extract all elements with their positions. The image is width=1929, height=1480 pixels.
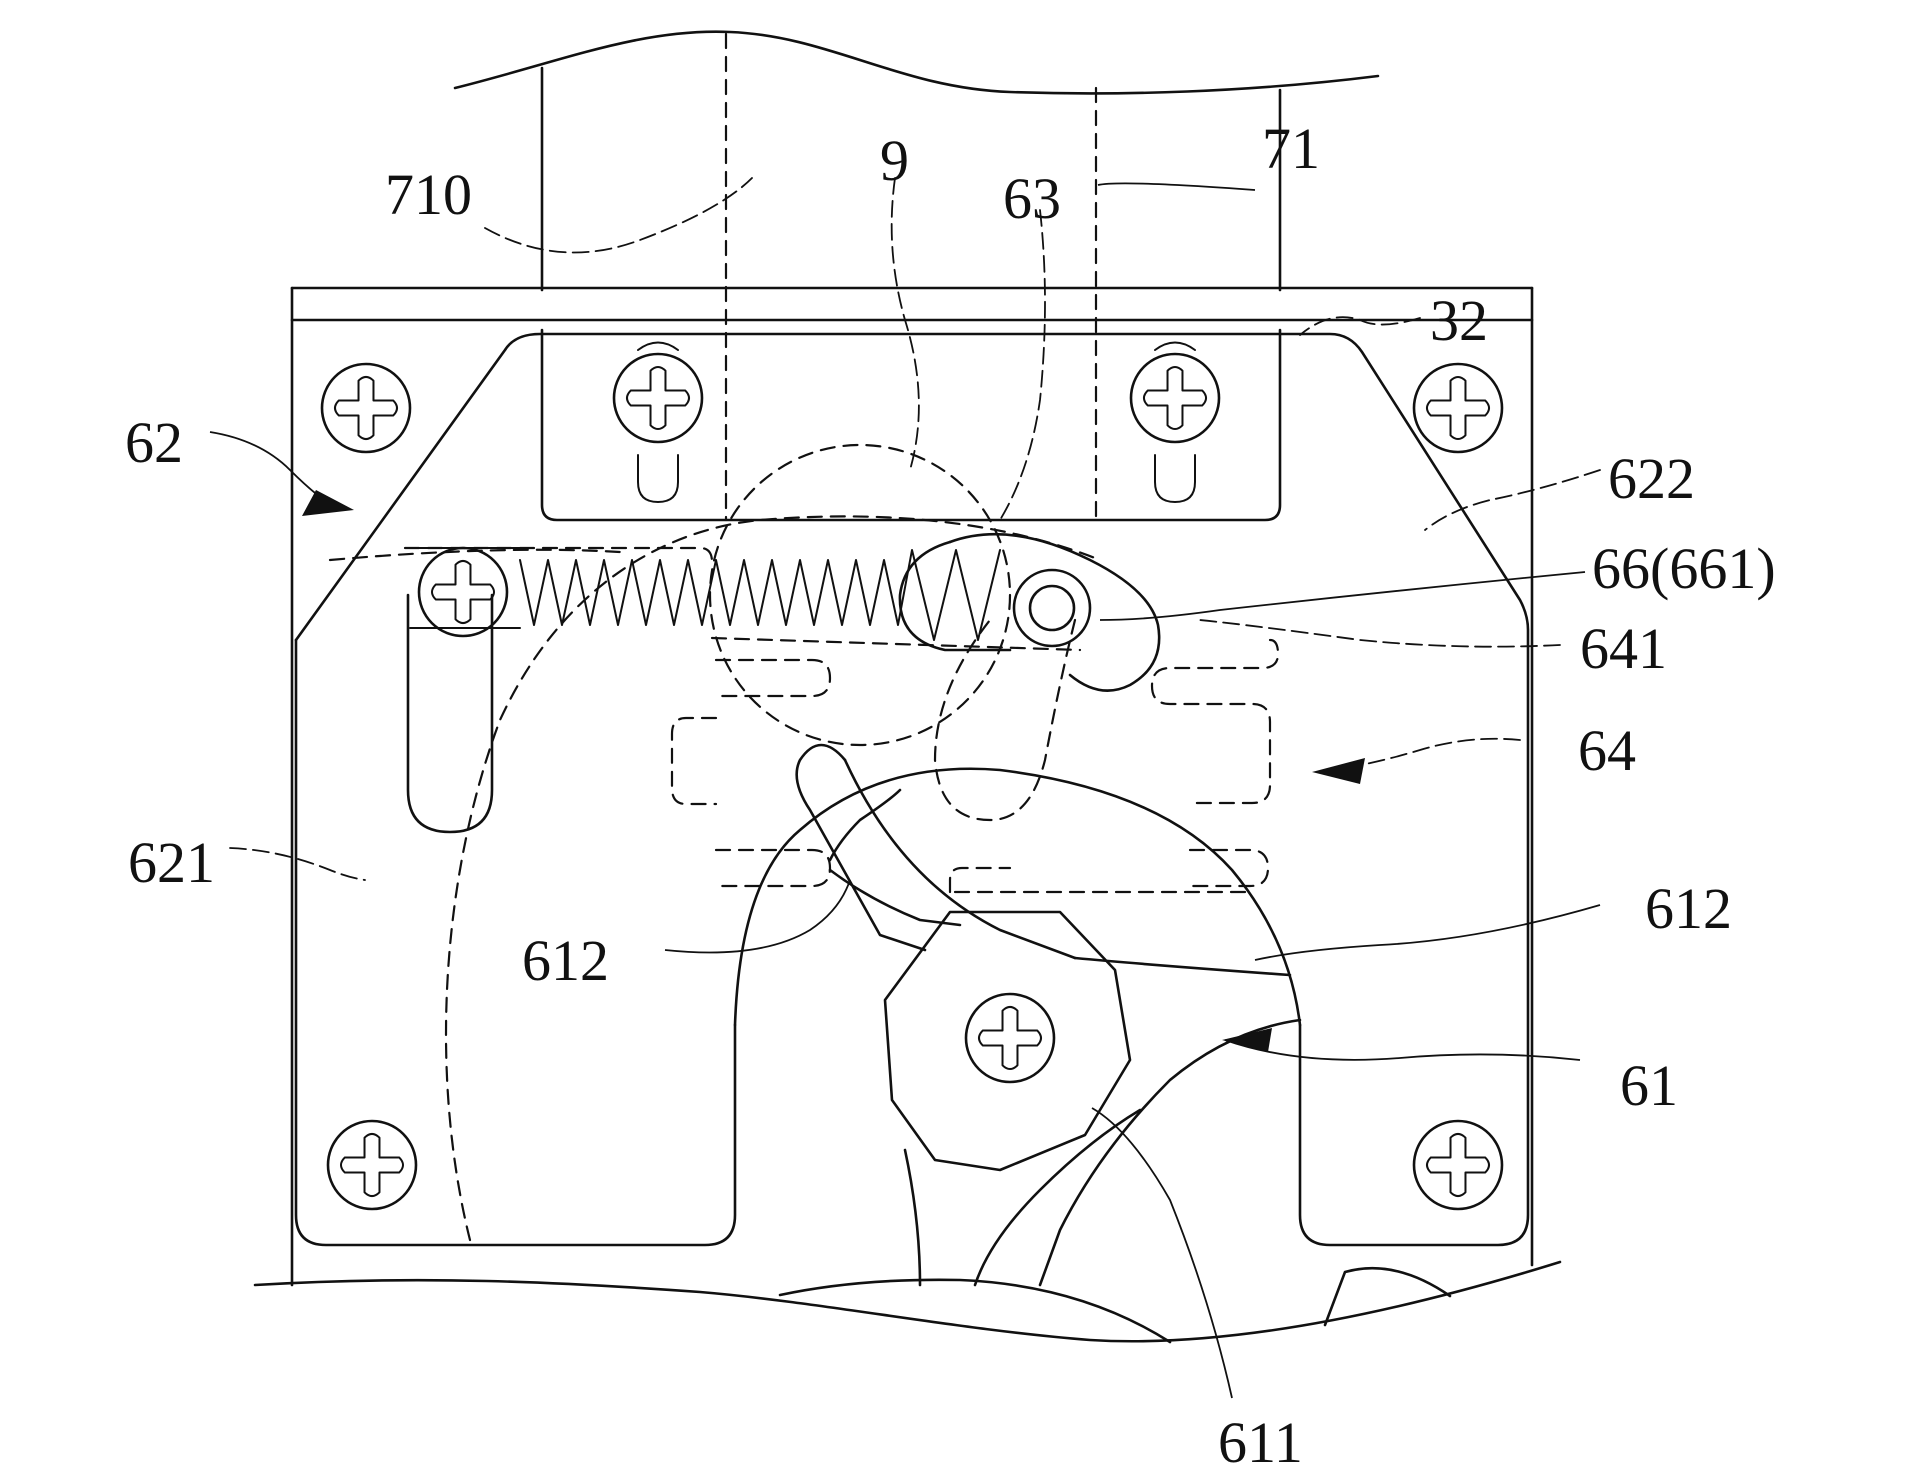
screw-strip-left <box>614 354 702 442</box>
screw-hub <box>966 994 1054 1082</box>
label-612-left: 612 <box>522 928 609 993</box>
label-622: 622 <box>1608 446 1695 511</box>
housing-32 <box>255 288 1560 1341</box>
dashed-arc-left <box>446 516 1100 1240</box>
label-62: 62 <box>125 410 183 475</box>
label-61: 61 <box>1620 1053 1678 1118</box>
label-66-661: 66(661) <box>1592 536 1776 601</box>
screw-strip-right <box>1131 354 1219 442</box>
pin-66 <box>900 534 1159 690</box>
screw-bottom-left <box>328 1121 416 1209</box>
label-71: 71 <box>1262 116 1320 181</box>
label-621: 621 <box>128 830 215 895</box>
screw-top-left <box>322 364 410 452</box>
label-9: 9 <box>880 128 909 193</box>
label-63: 63 <box>1003 166 1061 231</box>
cam-64-dashed <box>672 620 1278 892</box>
label-611: 611 <box>1218 1410 1303 1475</box>
label-612-right: 612 <box>1645 876 1732 941</box>
left-slot <box>408 595 492 832</box>
leader-lines <box>210 178 1600 1398</box>
screw-top-right <box>1414 364 1502 452</box>
rotor-61 <box>735 745 1450 1342</box>
label-710: 710 <box>385 162 472 227</box>
dashed-circle-9 <box>710 445 1010 745</box>
strip-71 <box>455 32 1378 520</box>
screw-slot <box>419 548 507 636</box>
hub-611 <box>885 912 1130 1170</box>
label-64: 64 <box>1578 718 1636 783</box>
screws <box>322 354 1502 1209</box>
label-641: 641 <box>1580 616 1667 681</box>
slider-plate-62 <box>296 330 1528 1245</box>
screw-bottom-right <box>1414 1121 1502 1209</box>
label-32: 32 <box>1430 288 1488 353</box>
